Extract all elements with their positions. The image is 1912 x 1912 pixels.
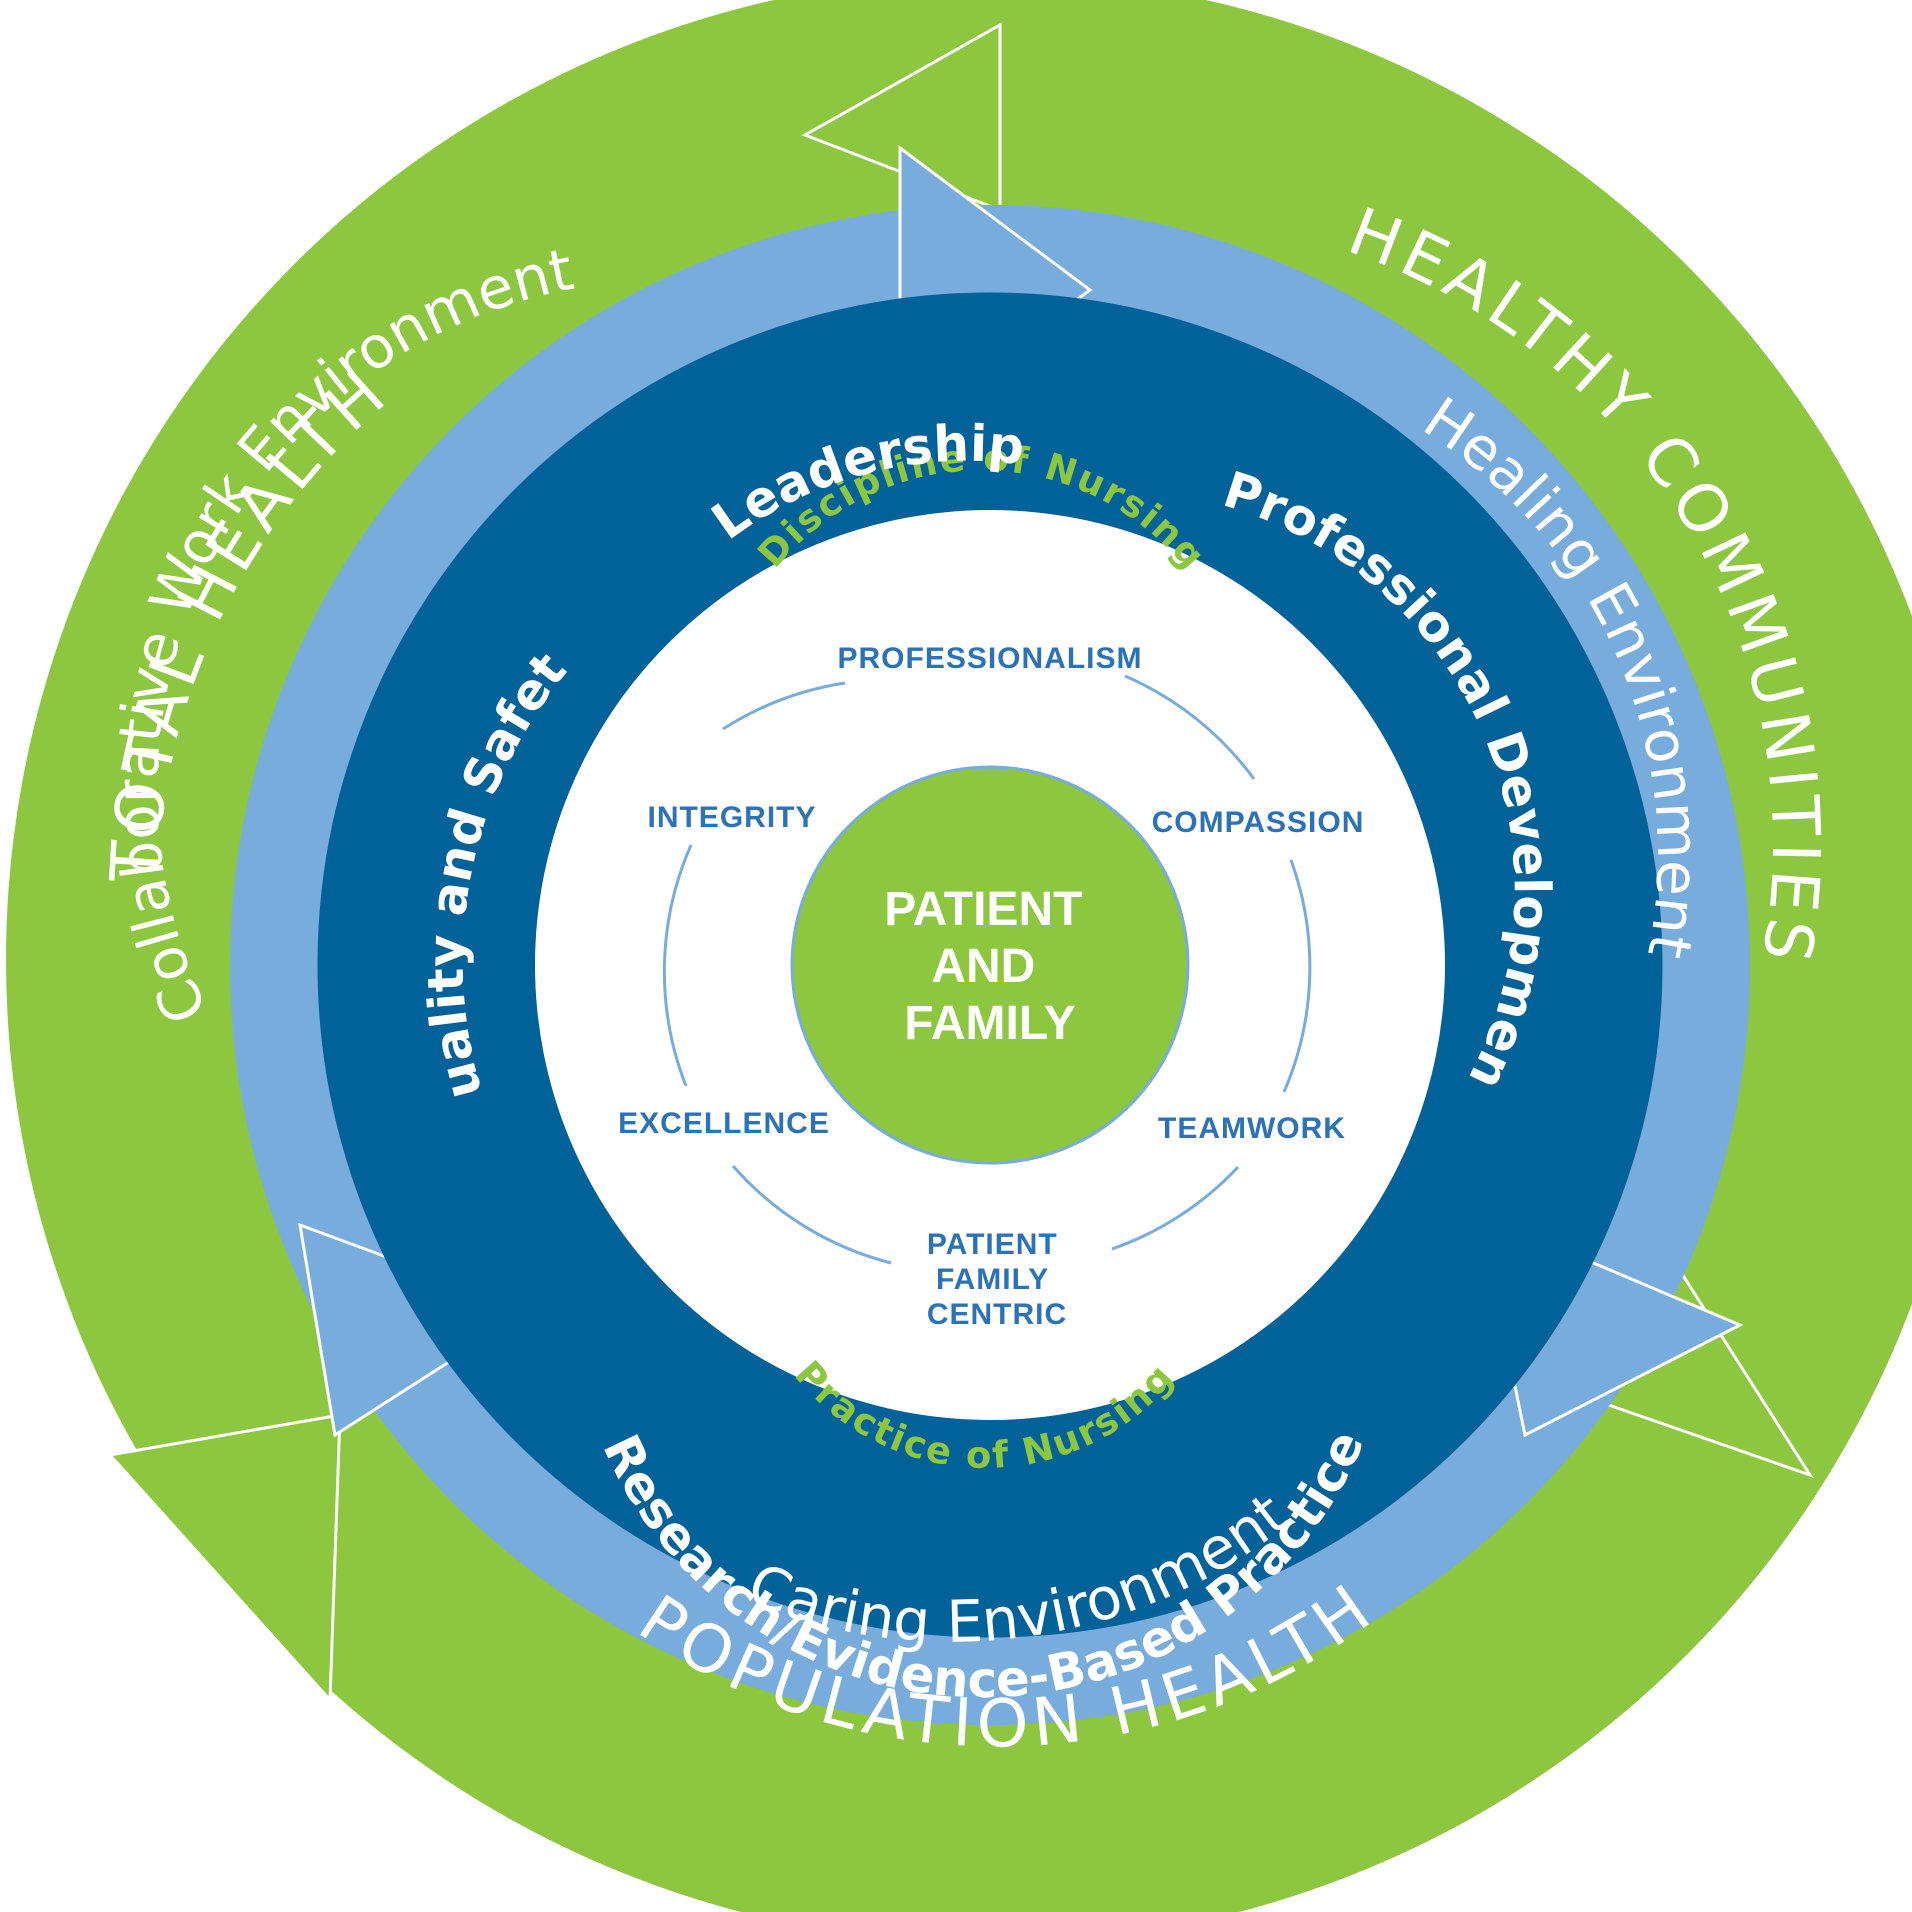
arc-left [662,844,693,1087]
value-pfc-line-3: CENTRIC [927,1298,1067,1331]
arc-right [1282,859,1312,1093]
values: PROFESSIONALISM COMPASSION TEAMWORK PATI… [618,642,1365,1331]
arc-top-left [722,681,846,731]
value-patient-family-centric: PATIENT FAMILY CENTRIC [927,1228,1067,1331]
center-line-3: FAMILY [904,997,1076,1050]
center-line-2: AND [931,940,1035,993]
value-excellence: EXCELLENCE [618,1107,830,1140]
center-label: PATIENT AND FAMILY [884,883,1096,1050]
center-line-1: PATIENT [884,883,1082,936]
outer-arrowhead-left [107,1413,342,1704]
value-professionalism: PROFESSIONALISM [837,642,1142,675]
arc-top-right [1124,674,1256,780]
arc-bottom-right [1111,1165,1240,1251]
value-teamwork: TEAMWORK [1158,1112,1346,1145]
value-pfc-line-2: FAMILY [936,1263,1049,1296]
value-compassion: COMPASSION [1152,806,1365,839]
dark-blue-annulus [317,292,1663,1638]
value-arcs [662,674,1312,1265]
value-pfc-line-1: PATIENT [927,1228,1058,1261]
arc-bottom-left [731,1165,892,1265]
value-integrity: INTEGRITY [647,801,816,834]
center-circle [790,765,1190,1165]
